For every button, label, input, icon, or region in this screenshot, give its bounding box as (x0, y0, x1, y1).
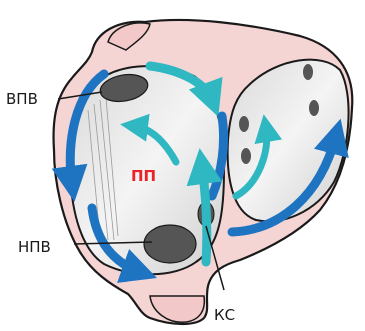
papillary-dot (239, 116, 249, 132)
cs-label: КС (214, 306, 235, 324)
ivc-ostium (144, 225, 196, 263)
flow-arrow-cs-up (202, 166, 207, 262)
papillary-dot (309, 100, 319, 116)
papillary-dot (241, 148, 251, 164)
right-atrium-label: ПП (131, 167, 156, 185)
ivc-label: НПВ (18, 238, 51, 256)
papillary-dot (303, 64, 313, 80)
svc-label: ВПВ (6, 90, 38, 108)
